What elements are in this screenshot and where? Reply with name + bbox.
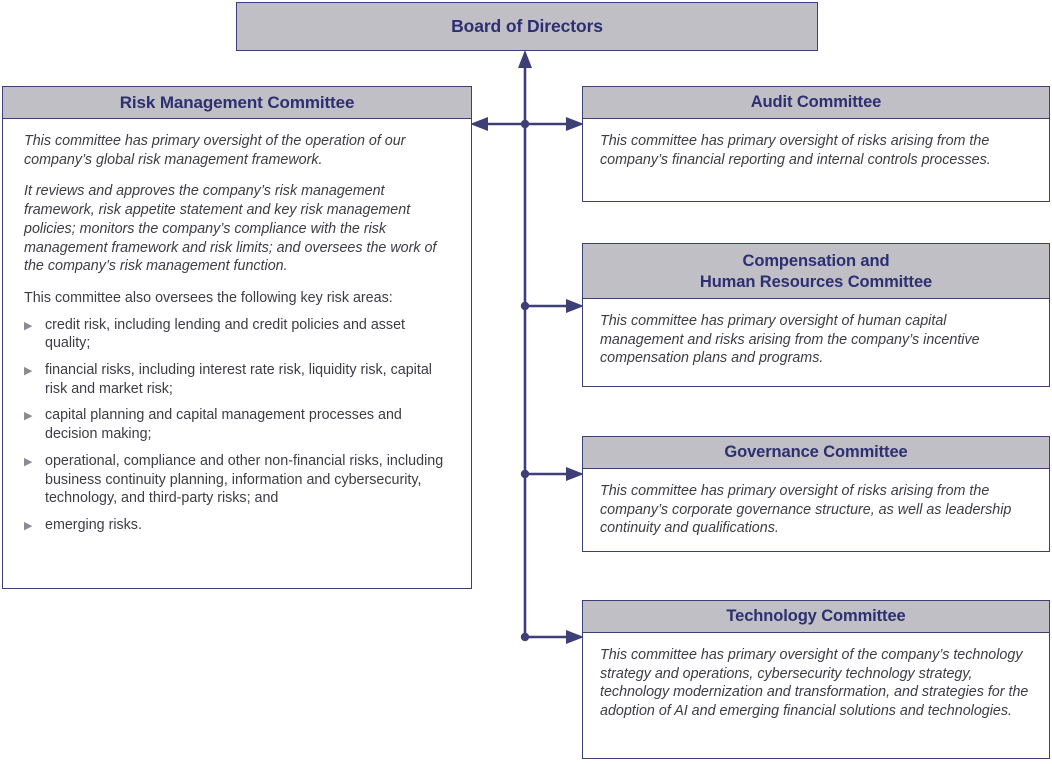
list-item-label: emerging risks. (45, 516, 142, 533)
triangle-bullet-icon: ▶ (24, 455, 33, 468)
list-item-label: capital planning and capital management … (45, 407, 402, 443)
audit-committee-body: This committee has primary oversight of … (582, 119, 1050, 202)
technology-committee-body: This committee has primary oversight of … (582, 633, 1050, 759)
compensation-hr-committee-description: This committee has primary oversight of … (600, 313, 980, 367)
list-item-label: credit risk, including lending and credi… (45, 316, 406, 352)
list-item-label: financial risks, including interest rate… (45, 362, 432, 397)
board-of-directors-node: Board of Directors (236, 2, 818, 51)
rmc-risk-area-list: ▶ credit risk, including lending and cre… (24, 316, 450, 535)
compensation-hr-committee-title: Compensation and Human Resources Committ… (582, 243, 1050, 299)
triangle-bullet-icon: ▶ (24, 319, 33, 332)
rmc-paragraph-1: This committee has primary oversight of … (24, 133, 406, 168)
risk-management-committee-body: This committee has primary oversight of … (2, 119, 472, 589)
audit-committee-node: Audit Committee This committee has prima… (582, 86, 1050, 202)
triangle-bullet-icon: ▶ (24, 410, 33, 423)
list-item: ▶ capital planning and capital managemen… (24, 406, 450, 443)
compensation-hr-committee-title-line-1: Compensation and (742, 252, 890, 270)
governance-committee-node: Governance Committee This committee has … (582, 436, 1050, 552)
list-item: ▶ financial risks, including interest ra… (24, 361, 450, 398)
list-item-label: operational, compliance and other non-fi… (45, 452, 444, 507)
governance-committee-title: Governance Committee (582, 436, 1050, 469)
compensation-hr-committee-node: Compensation and Human Resources Committ… (582, 243, 1050, 387)
rmc-paragraph-2: It reviews and approves the company’s ri… (24, 183, 437, 275)
technology-committee-description: This committee has primary oversight of … (600, 647, 1029, 720)
audit-committee-description: This committee has primary oversight of … (600, 133, 991, 168)
technology-committee-node: Technology Committee This committee has … (582, 600, 1050, 759)
risk-management-committee-node: Risk Management Committee This committee… (2, 86, 472, 589)
compensation-hr-committee-body: This committee has primary oversight of … (582, 299, 1050, 387)
compensation-hr-committee-title-line-2: Human Resources Committee (699, 273, 933, 291)
rmc-list-intro: This committee also oversees the followi… (24, 289, 393, 306)
risk-management-committee-title: Risk Management Committee (2, 86, 472, 119)
list-item: ▶ credit risk, including lending and cre… (24, 316, 450, 353)
board-of-directors-title: Board of Directors (236, 2, 818, 51)
governance-committee-body: This committee has primary oversight of … (582, 469, 1050, 552)
list-item: ▶ emerging risks. (24, 516, 450, 535)
technology-committee-title: Technology Committee (582, 600, 1050, 633)
list-item: ▶ operational, compliance and other non-… (24, 452, 450, 508)
audit-committee-title: Audit Committee (582, 86, 1050, 119)
governance-committee-description: This committee has primary oversight of … (600, 483, 1012, 537)
triangle-bullet-icon: ▶ (24, 519, 33, 532)
triangle-bullet-icon: ▶ (24, 365, 33, 378)
